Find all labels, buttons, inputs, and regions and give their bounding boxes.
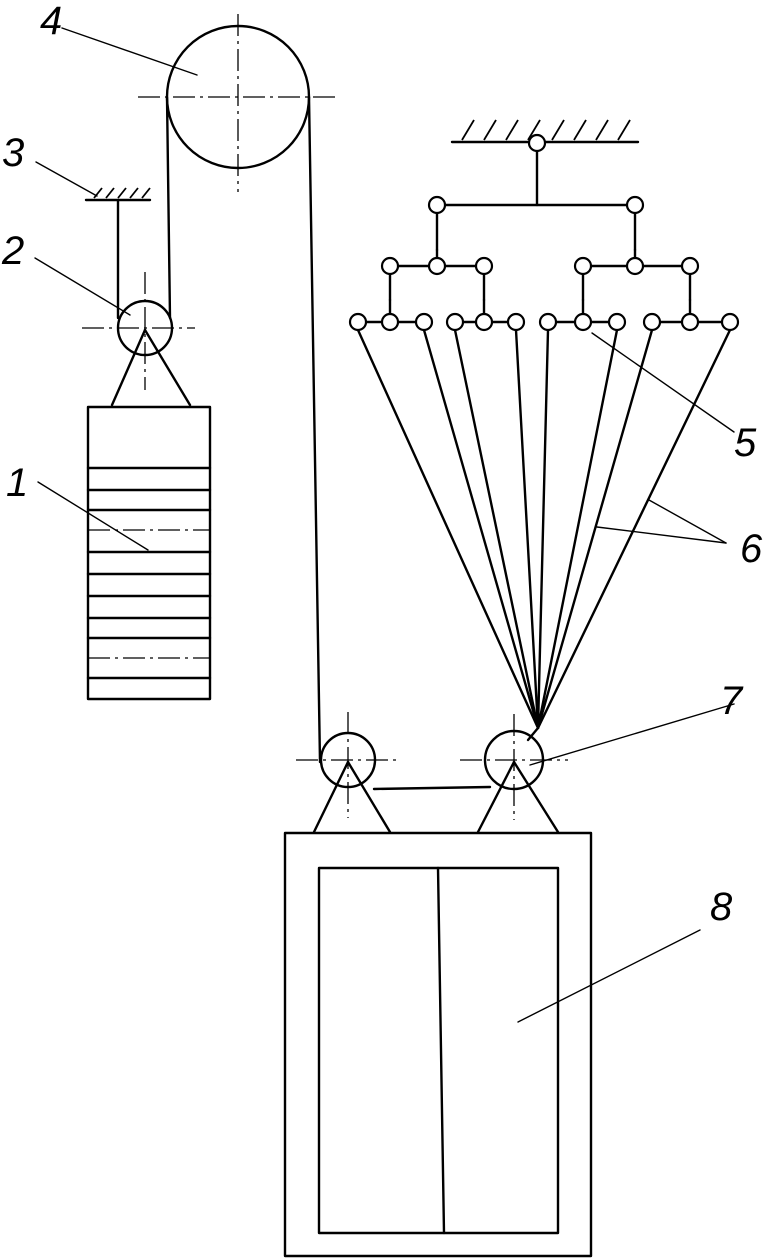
counterweight-stack — [86, 405, 212, 701]
label-4: 4 — [40, 0, 62, 43]
suspension-ropes — [356, 328, 732, 730]
label-1: 1 — [6, 461, 28, 505]
label-6: 6 — [740, 527, 763, 571]
label-7: 7 — [720, 679, 744, 723]
car-pulley-left — [296, 712, 400, 834]
leader-lines — [34, 27, 735, 1023]
equalizer-lever-tree — [356, 141, 732, 324]
label-3: 3 — [2, 131, 24, 175]
label-8: 8 — [710, 885, 733, 929]
pulley-connecting-rope — [372, 785, 492, 791]
fixed-support-left — [84, 187, 152, 202]
equalizer-nodes — [348, 133, 740, 332]
counterweight-pulley — [82, 272, 195, 407]
elevator-car — [283, 831, 593, 1258]
label-5: 5 — [734, 421, 757, 465]
label-2: 2 — [1, 229, 24, 273]
hoist-rope — [116, 95, 322, 764]
car-pulley-right — [460, 714, 568, 834]
rope-to-car-pulley — [526, 726, 540, 742]
